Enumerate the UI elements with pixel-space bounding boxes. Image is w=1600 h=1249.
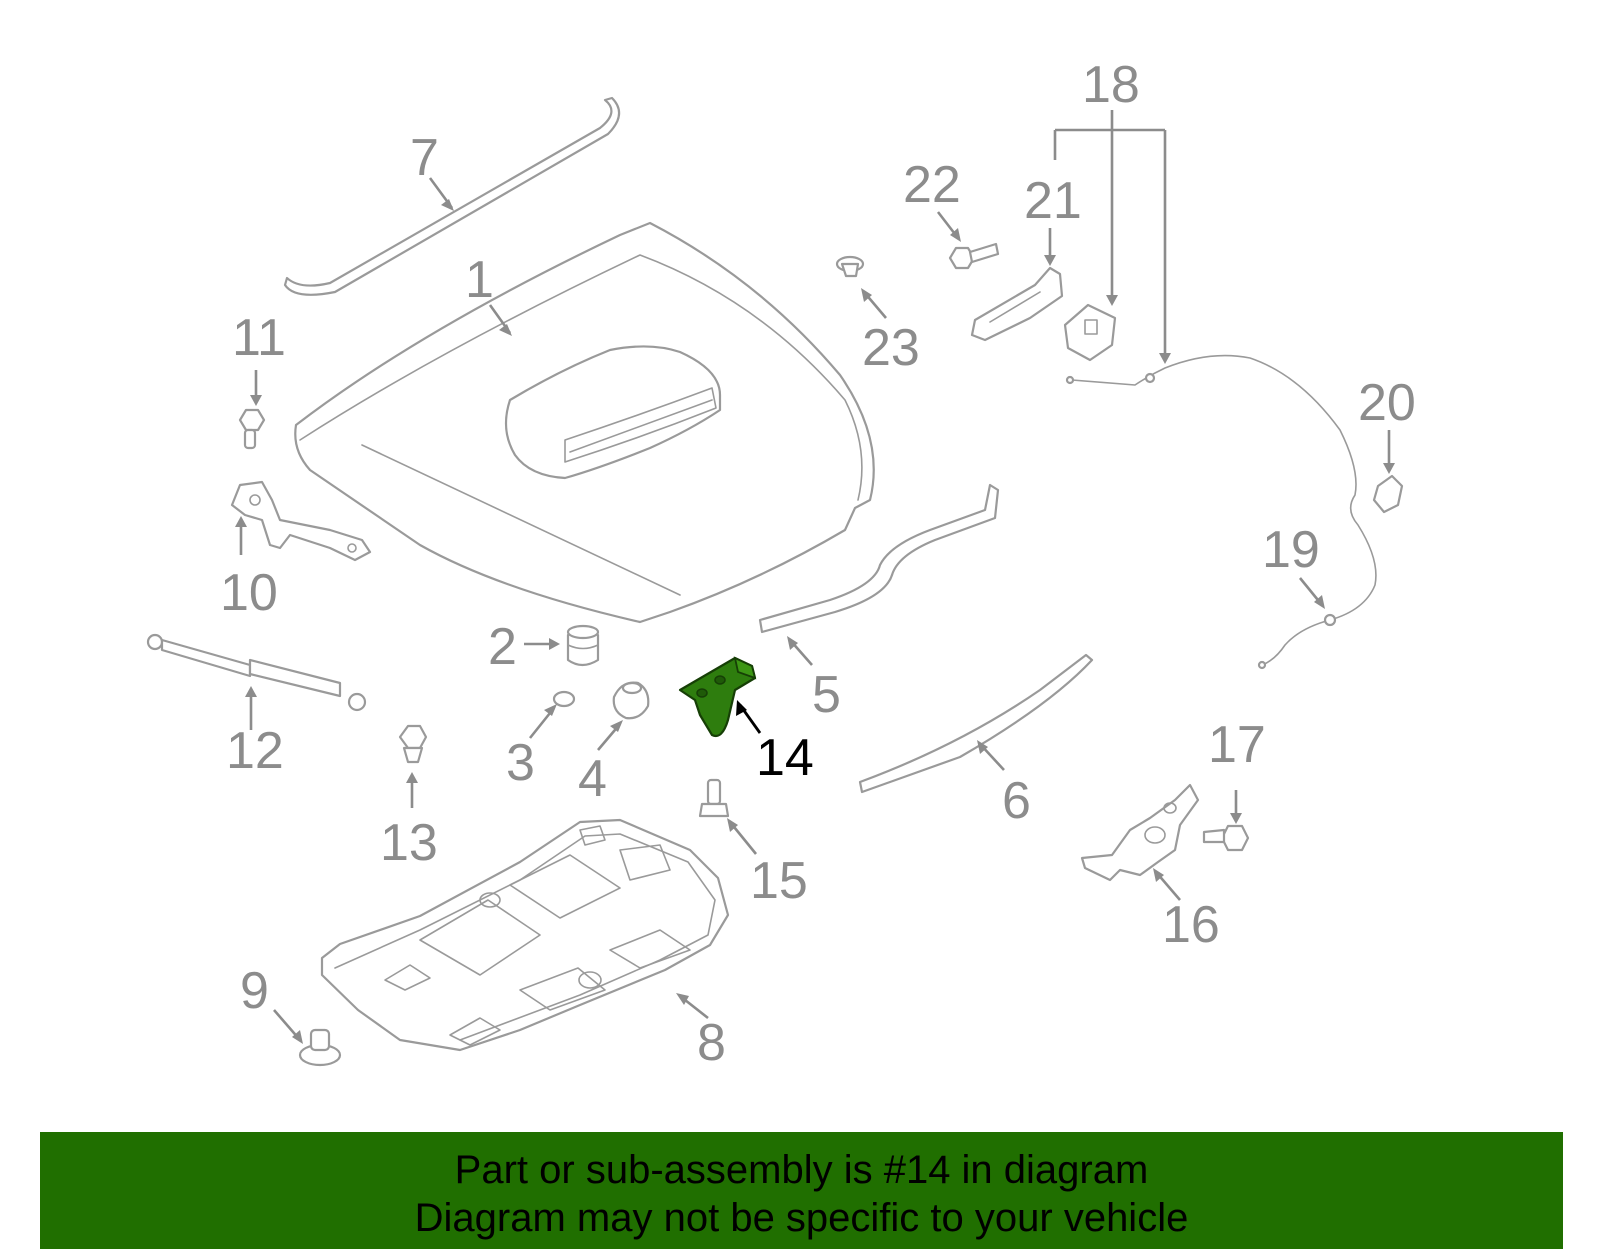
callout-20: 20: [1358, 374, 1416, 432]
part-4-bumper: [612, 681, 650, 720]
part-1-hood: [294, 221, 875, 624]
part-17-bolt: [1202, 824, 1250, 852]
part-22-bolt: [948, 242, 1000, 270]
footer-line-2: Diagram may not be specific to your vehi…: [414, 1196, 1189, 1240]
part-7-weatherstrip: [283, 96, 621, 296]
callout-2: 2: [488, 618, 517, 676]
callout-15: 15: [750, 852, 808, 910]
callout-21: 21: [1024, 172, 1082, 230]
part-18-latch: [1063, 303, 1117, 362]
callout-18: 18: [1082, 56, 1140, 114]
callout-17: 17: [1208, 716, 1266, 774]
callout-10: 10: [220, 564, 278, 622]
part-9-clip: [298, 1028, 342, 1067]
part-21-cover: [970, 266, 1064, 342]
part-14-bracket-highlighted: [678, 656, 757, 738]
callout-1: 1: [465, 251, 494, 309]
callout-23: 23: [862, 319, 920, 377]
callout-7: 7: [410, 129, 439, 187]
part-12-strut: [146, 633, 367, 712]
part-11-bolt: [238, 408, 266, 450]
callout-9: 9: [240, 962, 269, 1020]
callout-14-highlighted: 14: [756, 729, 814, 787]
footer-line-1: Part or sub-assembly is #14 in diagram: [454, 1148, 1149, 1192]
part-13-clip: [398, 724, 428, 764]
part-6-seal: [858, 653, 1094, 794]
part-2-bumper: [566, 624, 600, 667]
part-8-insulator: [320, 818, 730, 1052]
callout-16: 16: [1162, 896, 1220, 954]
callout-3: 3: [506, 734, 535, 792]
callout-22: 22: [903, 156, 961, 214]
part-20-clip: [1372, 474, 1404, 514]
leader-lines: [235, 110, 1395, 1044]
part-5-seal: [758, 483, 1000, 634]
callout-12: 12: [226, 722, 284, 780]
callout-8: 8: [697, 1014, 726, 1072]
part-23-grommet: [835, 255, 865, 278]
callout-6: 6: [1002, 772, 1031, 830]
part-10-hinge: [230, 480, 372, 562]
part-16-latch: [1080, 783, 1200, 882]
callout-13: 13: [380, 814, 438, 872]
parts-diagram: 7 1 11 10 12 2 3 4 13 14 15 5 6 8 9 23 2…: [146, 56, 1416, 1072]
callout-5: 5: [812, 666, 841, 724]
part-15-bolt: [698, 778, 730, 818]
callout-4: 4: [578, 750, 607, 808]
callout-19: 19: [1262, 521, 1320, 579]
part-3-grommet: [552, 690, 576, 708]
footer-banner: Part or sub-assembly is #14 in diagram D…: [40, 1132, 1563, 1249]
callout-labels: 7 1 11 10 12 2 3 4 13 14 15 5 6 8 9 23 2…: [220, 56, 1416, 1072]
part-18-cable: [1065, 354, 1377, 670]
callout-11: 11: [232, 309, 286, 367]
